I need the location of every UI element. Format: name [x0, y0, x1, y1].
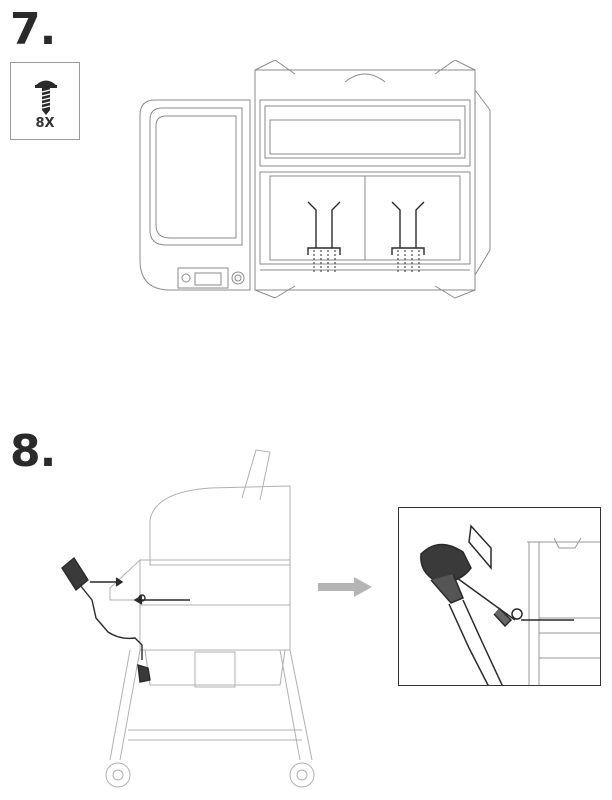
- regulator-connection-detail: [420, 524, 600, 685]
- step-7-number: 7.: [10, 4, 56, 55]
- detail-inset-box: [398, 507, 601, 686]
- detail-arrow-icon: [318, 577, 372, 597]
- grill-side-view-diagram: [61, 449, 315, 788]
- parts-callout-box: 8X: [10, 62, 80, 140]
- quantity-label: 8X: [35, 116, 55, 131]
- step-8-number: 8.: [10, 426, 56, 477]
- grill-top-view-diagram: [139, 60, 491, 299]
- screw-icon: [35, 80, 57, 115]
